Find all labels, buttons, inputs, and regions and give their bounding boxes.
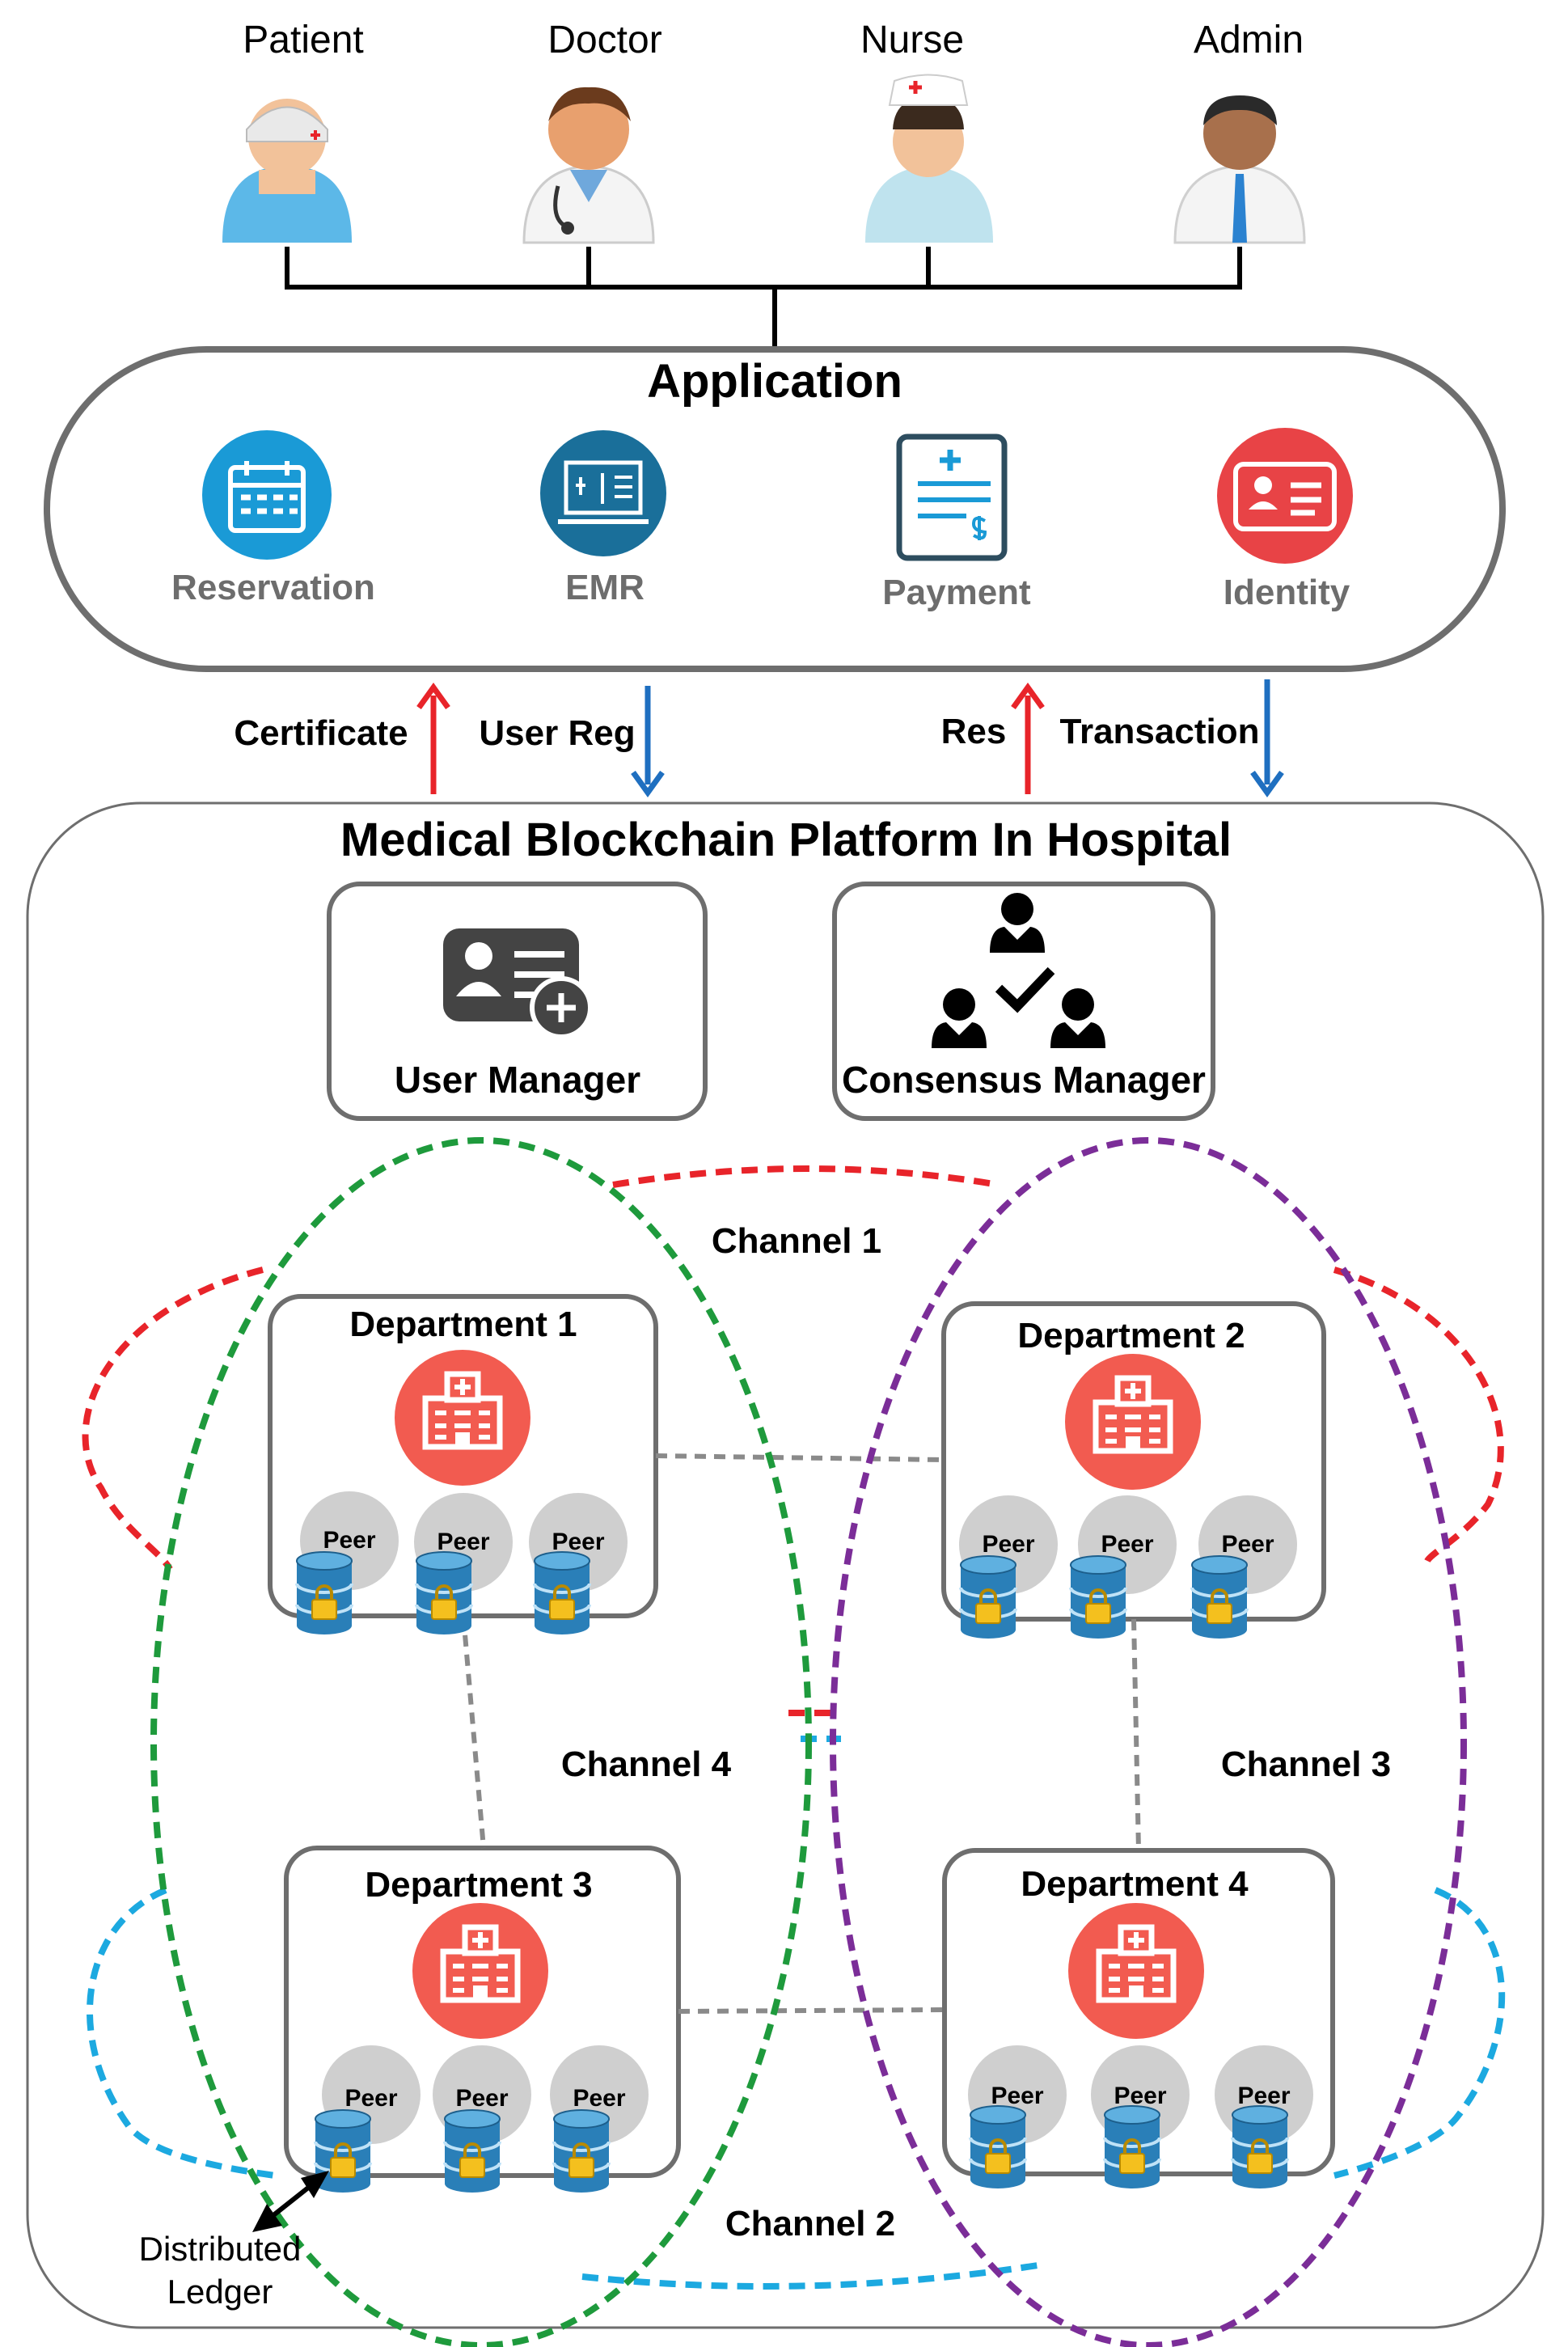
department-2-label: Department 2 [1017, 1316, 1245, 1355]
user-reg-arrow [631, 686, 665, 797]
department-1-label: Department 1 [349, 1305, 577, 1344]
channel-3-label: Channel 3 [1220, 1744, 1392, 1784]
channel-1-label: Channel 1 [711, 1221, 882, 1261]
role-connector-lines [285, 247, 1242, 348]
consensus-people-icon [932, 893, 1105, 1048]
certificate-arrow [416, 683, 450, 794]
distributed-ledger-label: Distributed Ledger [139, 2228, 302, 2313]
flow-label-user-reg: User Reg [479, 713, 636, 753]
user-manager-label: User Manager [394, 1059, 641, 1101]
hospital-icon [1068, 1903, 1204, 2039]
peer-label: Peer [1114, 2083, 1167, 2109]
peer-label: Peer [1101, 1531, 1154, 1558]
user-card-add-icon [443, 928, 593, 1039]
peer-label: Peer [323, 1527, 376, 1554]
ledger-pointer-arrow [252, 2171, 329, 2232]
invoice-icon [896, 433, 1008, 561]
peer-label: Peer [455, 2085, 509, 2112]
consensus-manager-label: Consensus Manager [842, 1059, 1206, 1101]
department-4-label: Department 4 [1021, 1864, 1249, 1904]
hospital-icon [395, 1350, 530, 1486]
calendar-icon [202, 430, 332, 560]
flow-label-transaction: Transaction [1059, 712, 1260, 751]
flow-label-res: Res [940, 712, 1007, 751]
peer-label: Peer [552, 1529, 605, 1555]
application-title: Application [647, 355, 902, 408]
role-label-doctor: Doctor [547, 19, 662, 61]
channel-2-label: Channel 2 [725, 2204, 896, 2243]
id-card-icon [1217, 428, 1353, 564]
department-3-label: Department 3 [365, 1865, 593, 1905]
hospital-icon [412, 1903, 548, 2039]
app-label-payment: Payment [882, 573, 1031, 612]
platform-title: Medical Blockchain Platform In Hospital [340, 814, 1232, 866]
peer-label: Peer [344, 2085, 398, 2112]
peer-label: Peer [573, 2085, 626, 2112]
application-container [44, 346, 1506, 672]
channel-4-loop [150, 1137, 812, 2347]
department-links [461, 1453, 1141, 2014]
channel-3-loop [830, 1137, 1467, 2347]
role-label-patient: Patient [243, 19, 364, 61]
peer-label: Peer [1237, 2083, 1291, 2109]
distributed-ledger-line-2: Ledger [167, 2272, 273, 2311]
nurse-avatar-icon [865, 74, 993, 243]
peer-label: Peer [1221, 1531, 1274, 1558]
admin-avatar-icon [1173, 95, 1306, 244]
app-label-identity: Identity [1223, 573, 1350, 612]
channel-4-label: Channel 4 [560, 1744, 732, 1784]
flow-label-certificate: Certificate [234, 713, 408, 753]
peer-label: Peer [982, 1531, 1035, 1558]
distributed-ledger-line-1: Distributed [138, 2230, 302, 2268]
peer-label: Peer [437, 1529, 490, 1555]
transaction-arrow [1250, 679, 1284, 797]
role-label-admin: Admin [1193, 19, 1304, 61]
emr-monitor-icon [540, 430, 666, 556]
res-arrow [1011, 683, 1045, 794]
role-label-nurse: Nurse [860, 19, 965, 61]
patient-avatar-icon [222, 99, 352, 243]
hospital-icon [1065, 1354, 1201, 1490]
peer-label: Peer [991, 2083, 1044, 2109]
app-label-reservation: Reservation [171, 568, 375, 607]
platform-container [26, 801, 1545, 2329]
doctor-avatar-icon [522, 87, 655, 244]
app-label-emr: EMR [565, 568, 645, 607]
